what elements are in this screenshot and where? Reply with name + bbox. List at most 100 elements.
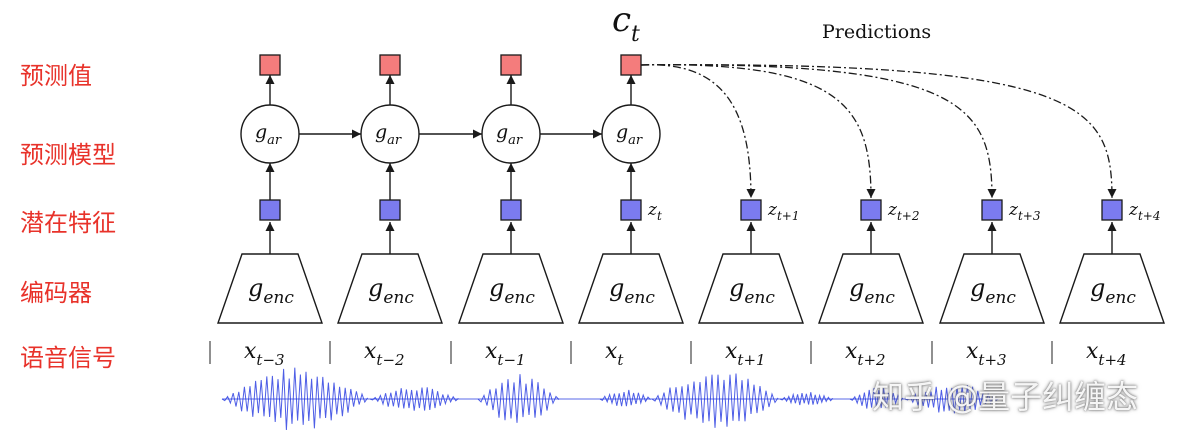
audio-waveform (221, 367, 1000, 431)
prediction-arc-4 (640, 64, 1117, 199)
waveform-segment-1 (221, 367, 369, 431)
encoder-label-6-base: g (849, 274, 864, 302)
latent-label-2: zt+1 (767, 200, 799, 223)
encoder-label-6: genc (849, 274, 895, 308)
latent-box-1 (259, 199, 281, 221)
encoder-label-7-base: g (970, 274, 985, 302)
prediction-arc-3 (640, 64, 997, 199)
latent-box-6 (860, 199, 882, 221)
latent-label-3-base: z (887, 200, 898, 220)
encoder-label-2-sub: enc (383, 288, 414, 308)
ar-node-4 (601, 104, 661, 164)
waveform-segment-2 (369, 387, 459, 411)
encoder-label-2: genc (368, 274, 414, 308)
encoder-3 (458, 253, 564, 324)
encoder-1 (217, 253, 323, 324)
input-label-2-sub: t−2 (376, 351, 404, 369)
encoder-label-4-base: g (609, 274, 624, 302)
input-label-6-base: x (845, 339, 858, 364)
ar-node-3 (481, 104, 541, 164)
input-label-2: xt−2 (364, 339, 405, 369)
encoder-label-2-base: g (368, 274, 383, 302)
latent-label-5-sub: t+4 (1138, 209, 1161, 223)
encoder-7 (939, 253, 1045, 324)
input-label-7: xt+3 (966, 339, 1007, 369)
latent-label-5-base: z (1128, 200, 1139, 220)
waveform-segment-7 (849, 387, 904, 409)
encoder-label-1-base: g (248, 274, 263, 302)
input-label-1: xt−3 (244, 339, 285, 369)
latent-label-3-sub: t+2 (897, 209, 920, 223)
waveform-segment-5 (651, 373, 779, 428)
latent-label-3: zt+2 (887, 200, 919, 223)
encoder-2 (337, 253, 443, 324)
encoder-5 (698, 253, 804, 324)
prediction-box-3 (500, 54, 522, 76)
ar-label-2: gar (375, 121, 402, 148)
ar-label-3: gar (496, 121, 523, 148)
ar-label-1-base: g (255, 121, 267, 143)
ar-node-1 (240, 104, 300, 164)
ar-label-3-sub: ar (508, 133, 523, 148)
encoder-label-5: genc (729, 274, 775, 308)
input-label-4-base: x (605, 339, 618, 364)
latent-label-4-sub: t+3 (1018, 209, 1041, 223)
ar-label-2-base: g (375, 121, 387, 143)
encoder-label-8-sub: enc (1105, 288, 1136, 308)
row-label-predictions: 预测值 (20, 62, 92, 90)
ar-label-2-sub: ar (387, 133, 402, 148)
prediction-box-2 (379, 54, 401, 76)
latent-label-2-sub: t+1 (777, 209, 800, 223)
context-label-sub: t (631, 22, 640, 47)
latent-box-8 (1101, 199, 1123, 221)
latent-box-3 (500, 199, 522, 221)
ar-label-3-base: g (496, 121, 508, 143)
input-label-8-base: x (1086, 339, 1099, 364)
encoder-label-7-sub: enc (985, 288, 1016, 308)
latent-label-2-base: z (767, 200, 778, 220)
latent-box-2 (379, 199, 401, 221)
input-label-3: xt−1 (485, 339, 526, 369)
encoder-label-4: genc (609, 274, 655, 308)
row-label-latent: 潜在特征 (20, 209, 116, 237)
ar-label-4-base: g (616, 121, 628, 143)
waveform-segment-4 (599, 389, 651, 407)
row-label-ar-model: 预测模型 (20, 141, 116, 169)
ar-label-1: gar (255, 121, 282, 148)
waveform-segment-3 (477, 374, 560, 423)
context-label-base: c (612, 0, 631, 40)
input-label-1-sub: t−3 (256, 351, 284, 369)
encoder-label-6-sub: enc (864, 288, 895, 308)
latent-label-5: zt+4 (1128, 200, 1160, 223)
input-label-5-base: x (725, 339, 738, 364)
prediction-box-4 (620, 54, 642, 76)
ar-label-4: gar (616, 121, 643, 148)
latent-box-7 (981, 199, 1003, 221)
ar-label-4-sub: ar (628, 133, 643, 148)
input-label-8: xt+4 (1086, 339, 1127, 369)
row-label-encoder: 编码器 (20, 279, 92, 307)
waveform-segment-6 (779, 392, 834, 406)
row-label-audio: 语音信号 (20, 344, 116, 372)
watermark: 知乎 @量子纠缠态 (872, 378, 1139, 416)
latent-label-1-sub: t (657, 209, 662, 223)
context-label: ct (612, 0, 640, 47)
latent-box-5 (740, 199, 762, 221)
ar-node-2 (360, 104, 420, 164)
input-label-5-sub: t+1 (737, 351, 765, 369)
latent-label-1-base: z (647, 200, 658, 220)
latent-label-4: zt+3 (1008, 200, 1041, 223)
encoder-label-3-sub: enc (504, 288, 535, 308)
input-label-2-base: x (364, 339, 377, 364)
input-label-1-base: x (244, 339, 257, 364)
prediction-arc-2 (640, 64, 876, 199)
encoder-6 (818, 253, 924, 324)
encoder-label-8: genc (1090, 274, 1136, 308)
encoder-label-1-sub: enc (263, 288, 294, 308)
input-label-8-sub: t+4 (1098, 351, 1126, 369)
encoder-label-8-base: g (1090, 274, 1105, 302)
waveform-segment-8 (904, 385, 999, 414)
encoder-label-5-base: g (729, 274, 744, 302)
encoder-label-3: genc (489, 274, 535, 308)
latent-label-4-base: z (1008, 200, 1019, 220)
